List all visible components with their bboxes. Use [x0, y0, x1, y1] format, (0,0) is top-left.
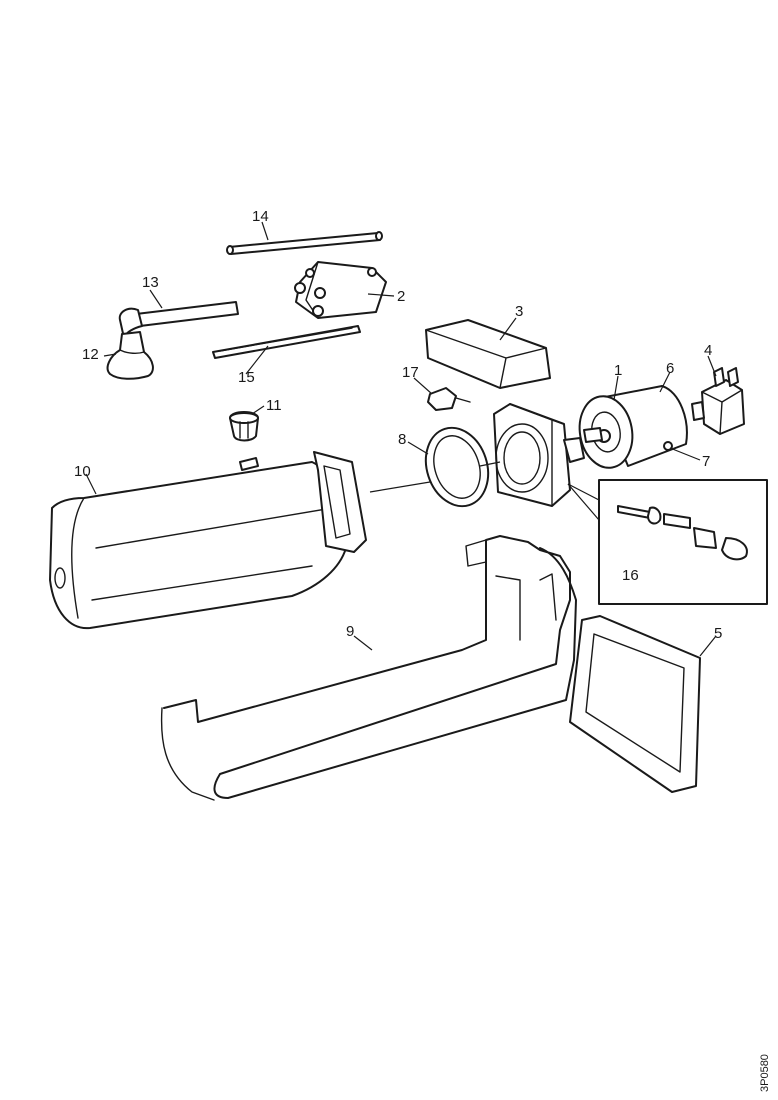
part-9-base-tray	[160, 535, 577, 801]
part-16-inset	[567, 479, 768, 605]
leader-lines	[85, 221, 717, 657]
callout-15: 15	[238, 369, 255, 386]
callout-11: 11	[266, 397, 282, 414]
part-2-valve-block	[294, 261, 387, 319]
assembly-line-tank	[369, 481, 431, 493]
callout-7: 7	[702, 453, 710, 470]
callout-5: 5	[714, 625, 722, 642]
part-15-rod	[212, 325, 361, 359]
callout-3: 3	[515, 303, 523, 320]
callout-4: 4	[704, 342, 712, 359]
callout-9: 9	[346, 623, 354, 640]
callout-13: 13	[142, 274, 159, 291]
assembly-line-housing	[479, 461, 501, 467]
reference-code: 3P0580	[759, 1054, 771, 1092]
callout-1: 1	[614, 362, 622, 379]
callout-16: 16	[622, 567, 639, 584]
part-14-rod	[226, 231, 383, 255]
callout-6: 6	[666, 360, 674, 377]
part-1-motor	[578, 385, 688, 469]
part-4-valve	[691, 367, 745, 435]
callout-8: 8	[398, 431, 406, 448]
callout-17: 17	[402, 364, 419, 381]
part-5-seal	[569, 615, 701, 793]
part-3-filter-pad	[425, 319, 551, 389]
callout-10: 10	[74, 463, 91, 480]
part-12-bell-fitting	[106, 331, 154, 380]
callout-14: 14	[252, 208, 269, 225]
part-10-tank	[49, 451, 367, 630]
part-8-oring	[424, 426, 490, 508]
part-11-cap	[229, 411, 259, 442]
part-17-nozzle	[427, 387, 471, 411]
pump-housing	[493, 403, 585, 507]
callout-2: 2	[397, 288, 405, 305]
callout-12: 12	[82, 346, 99, 363]
